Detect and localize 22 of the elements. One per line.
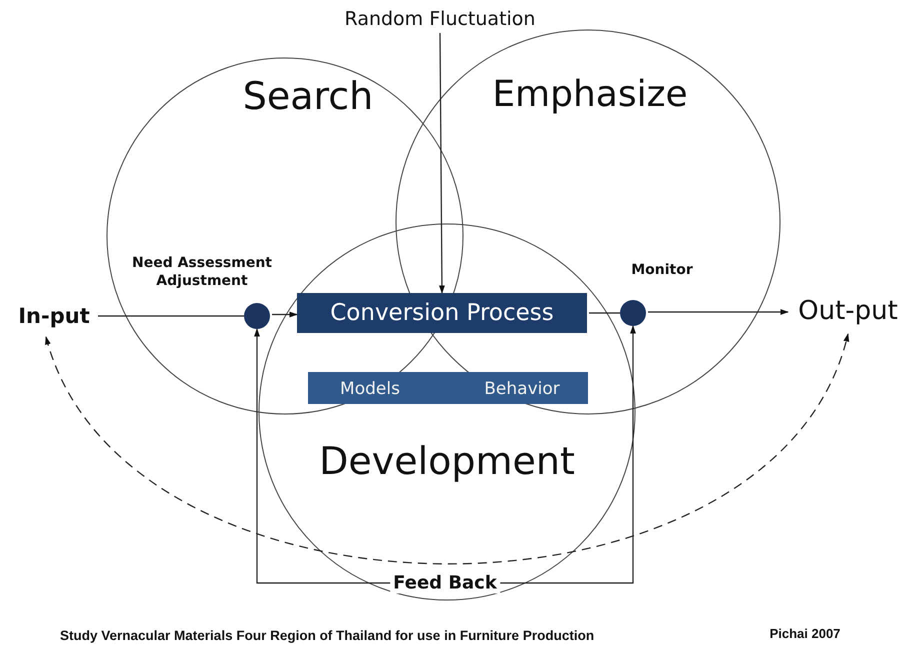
box-label: Behavior: [484, 379, 560, 399]
annotation: Need Assessment Adjustment: [130, 254, 273, 290]
caption: Study Vernacular Materials Four Region of Thailand for use in Furniture Production: [60, 628, 594, 643]
node-label: In-put: [18, 304, 90, 328]
author-note: Pichai 2007: [768, 626, 842, 643]
box-label: Models: [340, 379, 400, 399]
node-label: Random Fluctuation: [344, 8, 536, 30]
process-box: [297, 293, 587, 333]
region-title: Search: [242, 73, 374, 120]
arrow: [648, 309, 789, 315]
region-title: Development: [318, 438, 576, 485]
process-box: [308, 372, 588, 404]
annotation: Monitor: [630, 261, 694, 280]
dashed-arrow: [45, 333, 849, 564]
node-label: Out-put: [798, 296, 898, 326]
region-title: Emphasize: [491, 73, 689, 117]
arrow: [272, 312, 298, 318]
box-label: Conversion Process: [330, 300, 554, 326]
arrow: [439, 33, 445, 294]
junction-dot: [244, 303, 270, 329]
edge-label: Feed Back: [390, 572, 500, 594]
junction-dot: [620, 300, 646, 326]
